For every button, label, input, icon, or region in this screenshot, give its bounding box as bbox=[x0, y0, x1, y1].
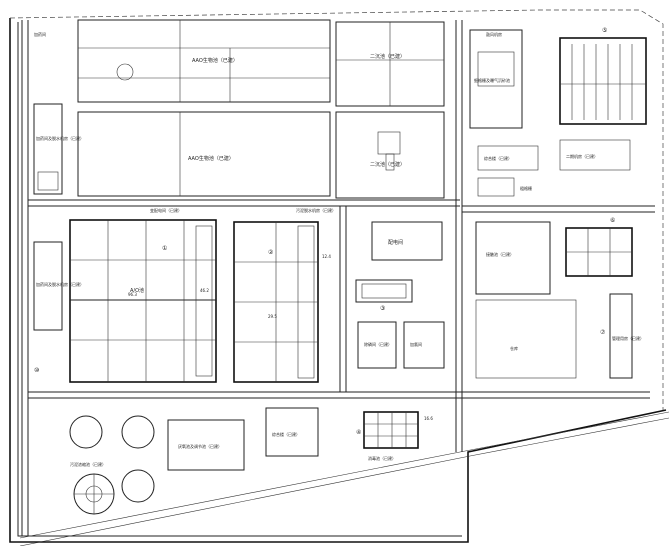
right-lower-area: 仓库 bbox=[475, 299, 577, 379]
top-left-small-label: 加药间 bbox=[34, 31, 46, 37]
mid-building-label: 变配电间（已建） bbox=[150, 207, 182, 213]
green-2-label: 二期机房（已建） bbox=[566, 153, 598, 159]
mid-number-6: ⑥ bbox=[610, 217, 615, 224]
dosing-room-label: 除磷间（已建） bbox=[364, 341, 392, 347]
office-label: 综合楼（已建） bbox=[272, 431, 300, 437]
sec-sed-mid-label: 二沉池（已建） bbox=[370, 161, 405, 168]
dosing-tank-grid: ④ 消毒池（已建） bbox=[356, 411, 419, 461]
aao-top-label: AAO生物池（已建） bbox=[192, 57, 238, 64]
left-pump-building: 加药间及脱水机房（已建） bbox=[33, 241, 84, 331]
aao-tank-mid: AAO生物池（已建） bbox=[77, 111, 331, 197]
right-tank-number: ② bbox=[268, 249, 274, 256]
main-tank-label: A/O池 bbox=[130, 287, 144, 294]
green-buildings-right: 综合楼（已建） 二期机房（已建） bbox=[477, 139, 631, 171]
left-pump-top-label: 加药间及脱水机房（已建） bbox=[36, 135, 84, 141]
chlorine-room-label: 加氯间 bbox=[410, 341, 422, 347]
coarse-screen-markers: 粗格栅 bbox=[477, 177, 532, 197]
coarse-screen-label: 粗格栅 bbox=[520, 185, 532, 191]
dim-1: 96.3 bbox=[128, 292, 137, 297]
power-room-label: 配电间 bbox=[388, 239, 403, 246]
right-mid-label: 接触池（已建） bbox=[486, 251, 514, 257]
office-building: 综合楼（已建） bbox=[265, 407, 319, 457]
right-management-label: 管理用房（已建） bbox=[612, 335, 644, 341]
mid-number-3: ③ bbox=[380, 305, 385, 312]
aao-tank-top: AAO生物池（已建） bbox=[77, 19, 331, 103]
main-ao-tank: ① A/O池 96.3 bbox=[69, 219, 217, 383]
dim-5: 12.4 bbox=[322, 254, 331, 259]
aao-mid-label: AAO生物池（已建） bbox=[188, 155, 234, 162]
mid-number-10: ⑩ bbox=[34, 367, 39, 374]
site-boundary bbox=[9, 9, 669, 546]
mid-lower-buildings: 除磷间（已建） 加氯间 bbox=[357, 321, 445, 369]
lower-building-label: 厌氧池及调节池（已建） bbox=[178, 443, 222, 449]
right-small-label: 消毒池（已建） bbox=[368, 455, 396, 461]
secondary-sedimentation-mid: 二沉池（已建） bbox=[335, 111, 445, 199]
dim-3: 16.6 bbox=[424, 416, 433, 421]
sec-sed-top-label: 二沉池（已建） bbox=[370, 53, 405, 60]
blower-room-label: 鼓风机房 bbox=[486, 31, 502, 37]
secondary-sedimentation-top: 二沉池（已建） bbox=[335, 21, 445, 107]
dim-2: 29.5 bbox=[268, 314, 277, 319]
storage-label: 仓库 bbox=[510, 345, 518, 351]
right-mid-building: 接触池（已建） bbox=[475, 221, 551, 295]
right-tank-cluster: ⑥ bbox=[565, 217, 633, 277]
power-room-building: 配电间 bbox=[371, 221, 443, 261]
left-dosing-building: 加药间及脱水机房（已建） bbox=[33, 103, 84, 195]
sludge-dewatering-building: ⑤ bbox=[559, 27, 647, 125]
chlorine-room-building: ③ bbox=[355, 279, 413, 312]
lower-building: 厌氧池及调节池（已建） bbox=[167, 419, 245, 471]
sludge-thickener-tanks: 污泥浓缩池（已建） ⑩ bbox=[34, 367, 155, 515]
fine-screen-label: 细格栅及曝气沉砂池 bbox=[474, 77, 510, 83]
internal-roads bbox=[21, 20, 655, 536]
left-pump-mid-label: 加药间及脱水机房（已建） bbox=[36, 281, 84, 287]
mid-number-5: ⑤ bbox=[602, 27, 607, 34]
green-1-label: 综合楼（已建） bbox=[484, 155, 512, 161]
left-bottom-tank-label: 污泥浓缩池（已建） bbox=[70, 461, 106, 467]
mid-number-4: ④ bbox=[356, 429, 361, 436]
right-management-building: ⑦ 管理用房（已建） bbox=[600, 293, 644, 379]
dim-4: 46.2 bbox=[200, 288, 209, 293]
right-ao-tank: ② 29.5 bbox=[233, 221, 319, 383]
blower-room-building: 鼓风机房 细格栅及曝气沉砂池 bbox=[469, 29, 523, 129]
sludge-dewater-label: 污泥脱水机房（已建） bbox=[296, 207, 336, 213]
main-tank-number: ① bbox=[162, 245, 167, 252]
mid-number-7: ⑦ bbox=[600, 329, 606, 336]
